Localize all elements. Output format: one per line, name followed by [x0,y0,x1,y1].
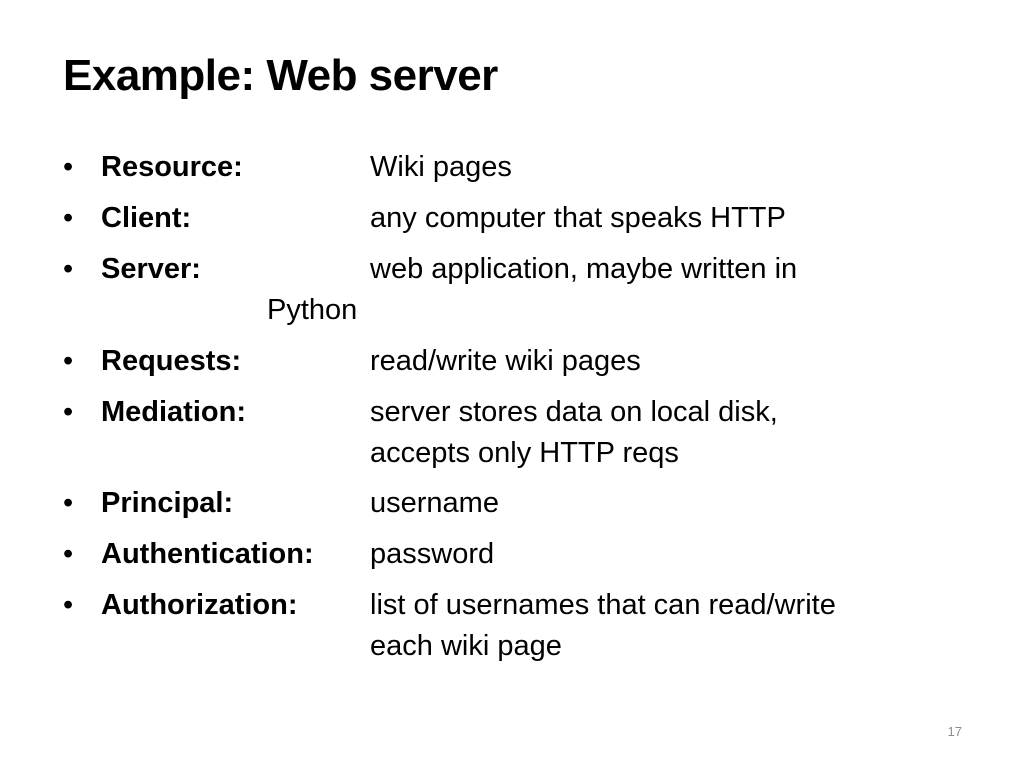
item-term: Mediation: [101,396,246,428]
bullet-icon: • [63,589,74,621]
item-description: list of usernames that can read/write [370,589,836,621]
item-description: password [370,538,495,570]
bullet-icon: • [63,253,74,285]
slide-title: Example: Web server [63,51,498,100]
bullet-icon: • [63,151,74,183]
item-description: server stores data on local disk, [370,396,778,428]
item-term: Authentication: [101,538,314,570]
item-description: any computer that speaks HTTP [370,202,786,234]
item-term: Requests: [101,345,242,377]
item-description-continuation: each wiki page [370,630,562,662]
bullet-icon: • [63,202,74,234]
page-number: 17 [947,724,962,739]
item-term: Resource: [101,151,243,183]
bullet-icon: • [63,538,74,570]
item-description: username [370,487,499,519]
item-term: Server: [101,253,201,285]
item-description-continuation: accepts only HTTP reqs [370,437,679,469]
bullet-icon: • [63,487,74,519]
item-term: Principal: [101,487,234,519]
item-description: read/write wiki pages [370,345,641,377]
item-term: Client: [101,202,192,234]
item-term: Authorization: [101,589,298,621]
bullet-icon: • [63,396,74,428]
item-description: web application, maybe written in [370,253,798,285]
item-description: Wiki pages [370,151,512,183]
item-description-continuation: Python [267,294,358,326]
bullet-icon: • [63,345,74,377]
